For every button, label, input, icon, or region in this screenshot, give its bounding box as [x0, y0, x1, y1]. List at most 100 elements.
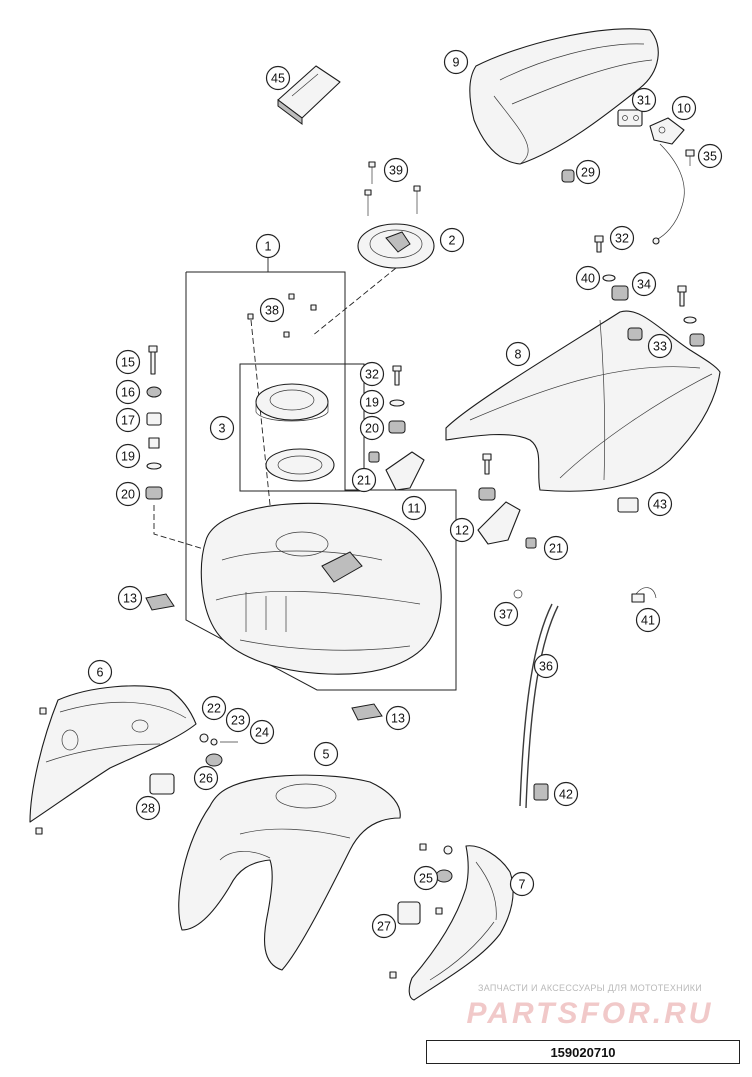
watermark-logo: PARTSFOR.RU — [466, 997, 714, 1030]
callout-c10: 10 — [671, 95, 697, 121]
callout-c6: 6 — [87, 659, 113, 685]
part-15-bolt — [148, 345, 158, 375]
callout-c42: 42 — [553, 781, 579, 807]
part-22-23-24-hardware — [199, 733, 238, 746]
callout-c41: 41 — [635, 607, 661, 633]
callout-label: 42 — [559, 788, 573, 802]
callout-c20a: 20 — [115, 481, 141, 507]
callout-c43: 43 — [647, 491, 673, 517]
callout-c38: 38 — [259, 297, 285, 323]
part-6-screws — [35, 707, 47, 835]
callout-c40: 40 — [575, 265, 601, 291]
callout-label: 13 — [123, 592, 137, 606]
part-40-spacer — [602, 274, 616, 282]
callout-label: 28 — [141, 802, 155, 816]
callout-c23: 23 — [225, 707, 251, 733]
callout-c36: 36 — [533, 653, 559, 679]
callout-c12: 12 — [449, 517, 475, 543]
part-16-nut — [146, 386, 162, 398]
callout-label: 45 — [271, 72, 285, 86]
part-11-bracket — [385, 451, 425, 491]
part-7-right-panel — [408, 845, 514, 1001]
part-25-grommet — [435, 869, 453, 883]
callout-c20b: 20 — [359, 415, 385, 441]
callout-label: 23 — [231, 714, 245, 728]
callout-label: 10 — [677, 102, 691, 116]
callout-label: 21 — [357, 474, 371, 488]
part-19-washer-center — [389, 399, 405, 407]
callout-label: 13 — [391, 712, 405, 726]
callout-label: 34 — [637, 278, 651, 292]
part-43-connector — [617, 497, 639, 513]
callout-label: 32 — [365, 368, 379, 382]
callout-c32b: 32 — [609, 225, 635, 251]
callout-c13a: 13 — [117, 585, 143, 611]
part-20-grommet-left — [145, 486, 163, 500]
callout-label: 24 — [255, 726, 269, 740]
part-3-pump-flange — [255, 383, 335, 482]
callout-label: 9 — [453, 56, 460, 70]
part-6-left-panel — [29, 685, 197, 823]
part-31-block — [617, 109, 643, 127]
part-5-tank-cover — [178, 774, 401, 971]
callout-c2: 2 — [439, 227, 465, 253]
callout-label: 39 — [389, 164, 403, 178]
callout-c19b: 19 — [359, 389, 385, 415]
callout-c21a: 21 — [351, 467, 377, 493]
callout-label: 35 — [703, 150, 717, 164]
part-19-washer-left — [146, 437, 162, 470]
callout-label: 1 — [265, 240, 272, 254]
callout-c16: 16 — [115, 379, 141, 405]
callout-c8: 8 — [505, 341, 531, 367]
callout-label: 7 — [519, 878, 526, 892]
callout-label: 3 — [219, 422, 226, 436]
part-36-hose — [519, 603, 559, 809]
callout-label: 5 — [323, 748, 330, 762]
callout-c27: 27 — [371, 913, 397, 939]
callout-label: 29 — [581, 166, 595, 180]
part-7-screws — [389, 843, 453, 979]
part-37-clamp — [513, 589, 523, 599]
callout-label: 15 — [121, 356, 135, 370]
callout-label: 33 — [653, 340, 667, 354]
callout-label: 25 — [419, 872, 433, 886]
callout-c35: 35 — [697, 143, 723, 169]
callout-label: 37 — [499, 608, 513, 622]
callout-c25: 25 — [413, 865, 439, 891]
callout-label: 26 — [199, 772, 213, 786]
callout-label: 41 — [641, 614, 655, 628]
part-33-fastener — [627, 285, 705, 347]
part-38-screws — [247, 293, 317, 338]
callout-c34: 34 — [631, 271, 657, 297]
callout-c13b: 13 — [385, 705, 411, 731]
part-12-bracket — [477, 501, 521, 545]
callout-c9: 9 — [443, 49, 469, 75]
part-8-seat — [445, 310, 721, 492]
part-42-clip — [533, 783, 549, 801]
part-41-clip — [631, 587, 657, 603]
callout-c32a: 32 — [359, 361, 385, 387]
part-32-bolt-center — [392, 365, 402, 386]
diagram-code: 159020710 — [426, 1040, 740, 1064]
part-21-clip-right — [525, 537, 537, 549]
part-13-rubber-upper — [145, 593, 175, 611]
part-28-spacer — [149, 773, 175, 795]
callout-c3: 3 — [209, 415, 235, 441]
watermark-tagline: ЗАПЧАСТИ И АКСЕССУАРЫ ДЛЯ МОТОТЕХНИКИ — [477, 983, 703, 993]
callout-label: 43 — [653, 498, 667, 512]
callout-label: 17 — [121, 414, 135, 428]
callout-c26: 26 — [193, 765, 219, 791]
part-27-spacer — [397, 901, 421, 925]
callout-label: 27 — [377, 920, 391, 934]
callout-c7: 7 — [509, 871, 535, 897]
fuel-tank — [200, 502, 442, 675]
callout-c19a: 19 — [115, 443, 141, 469]
leader-dash-15 — [153, 505, 241, 561]
callout-label: 40 — [581, 272, 595, 286]
callout-label: 20 — [121, 488, 135, 502]
part-2-fuel-cap — [357, 223, 435, 269]
part-20-grommet-center — [388, 420, 406, 434]
callout-label: 19 — [365, 396, 379, 410]
part-17-nut — [146, 412, 162, 426]
